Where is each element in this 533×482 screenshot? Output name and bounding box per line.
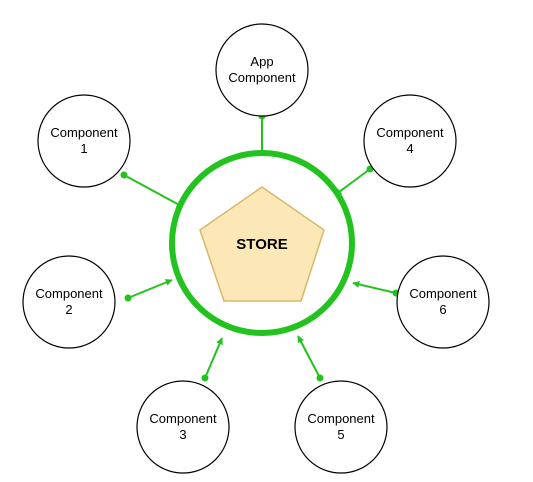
- component-label-app-line-0: App: [250, 54, 273, 69]
- store-label: STORE: [236, 236, 287, 253]
- component-circle-c2: [22, 255, 116, 349]
- component-label-c4-line-1: 4: [406, 141, 413, 156]
- connection-c1-to-store: [120, 171, 184, 208]
- component-circle-c6: [396, 255, 490, 349]
- component-label-c6-line-0: Component: [409, 286, 477, 301]
- components: AppComponentComponent1Component4Componen…: [22, 23, 490, 474]
- component-circle-c3: [136, 380, 230, 474]
- component-circle-c1: [37, 94, 131, 188]
- connection-c2-to-store: [124, 279, 173, 302]
- arrow-origin-dot-c1: [120, 171, 128, 179]
- arrow-line-c4: [334, 168, 371, 196]
- component-circle-app: [215, 23, 309, 117]
- component-label-c2-line-0: Component: [35, 286, 103, 301]
- store-pentagon: [199, 186, 325, 302]
- component-label-c5-line-1: 5: [337, 427, 344, 442]
- arrow-line-c1: [123, 174, 184, 208]
- component-label-c3-line-0: Component: [149, 411, 217, 426]
- component-label-app-line-1: Component: [228, 70, 296, 85]
- arrow-line-c3: [204, 337, 223, 379]
- connection-c4-to-store: [334, 165, 374, 196]
- component-label-c3-line-1: 3: [179, 427, 186, 442]
- component-circle-c4: [363, 94, 457, 188]
- connection-c6-to-store: [352, 281, 400, 297]
- arrow-line-c2: [127, 279, 173, 299]
- component-label-c1-line-0: Component: [50, 125, 118, 140]
- arrow-line-c5: [297, 335, 321, 379]
- component-label-c4-line-0: Component: [376, 125, 444, 140]
- arrow-line-c6: [352, 281, 397, 294]
- store-node: STORE: [169, 150, 355, 336]
- component-label-c6-line-1: 6: [439, 302, 446, 317]
- arrow-origin-dot-c5: [316, 374, 324, 382]
- connection-c5-to-store: [297, 335, 324, 382]
- arrow-origin-dot-c2: [124, 294, 132, 302]
- component-label-c5-line-0: Component: [307, 411, 375, 426]
- component-label-c1-line-1: 1: [80, 141, 87, 156]
- component-label-c2-line-1: 2: [65, 302, 72, 317]
- arrow-origin-dot-c3: [201, 374, 209, 382]
- connection-c3-to-store: [201, 337, 223, 382]
- component-circle-c5: [294, 380, 388, 474]
